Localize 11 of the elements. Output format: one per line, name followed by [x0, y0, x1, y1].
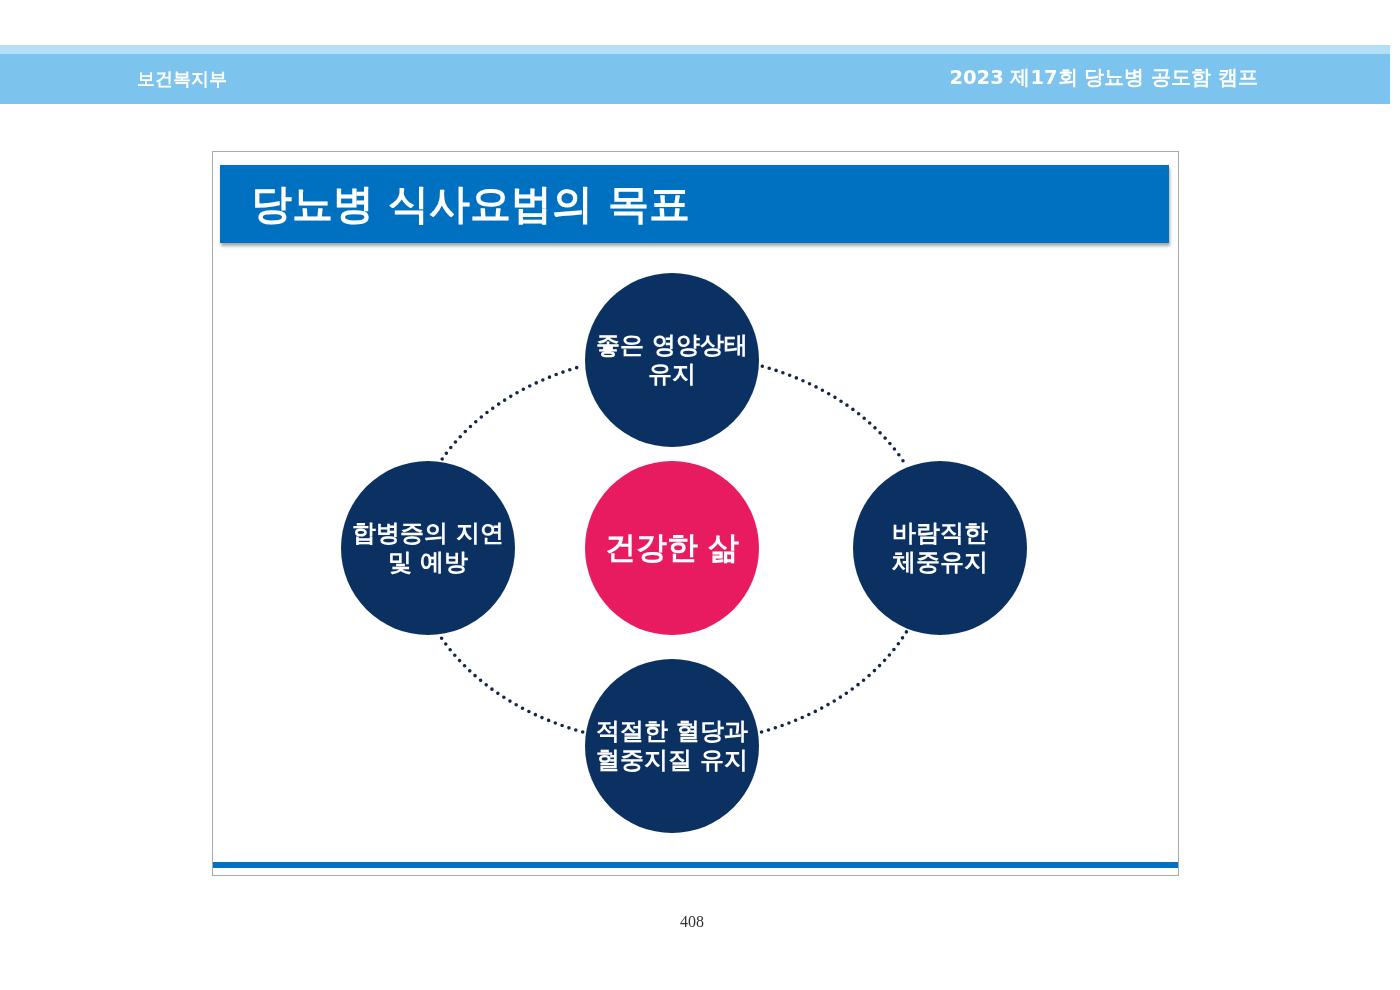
goal-circle: 합병증의 지연 및 예방 [341, 461, 515, 635]
goal-circle: 바람직한 체중유지 [853, 461, 1027, 635]
center-circle: 건강한 삶 [585, 461, 759, 635]
page-number: 408 [680, 912, 704, 932]
goal-circle: 좋은 영양상태 유지 [585, 273, 759, 447]
title-banner: 당뇨병 식사요법의 목표 [220, 165, 1169, 243]
header-text: 2023 제17회 당뇨병 공도함 캠프 [949, 66, 1258, 90]
header-text: 보건복지부 [137, 67, 227, 91]
goal-circle: 적절한 혈당과 혈중지질 유지 [585, 659, 759, 833]
dotted-arc [439, 635, 585, 734]
dotted-arc [759, 630, 909, 734]
